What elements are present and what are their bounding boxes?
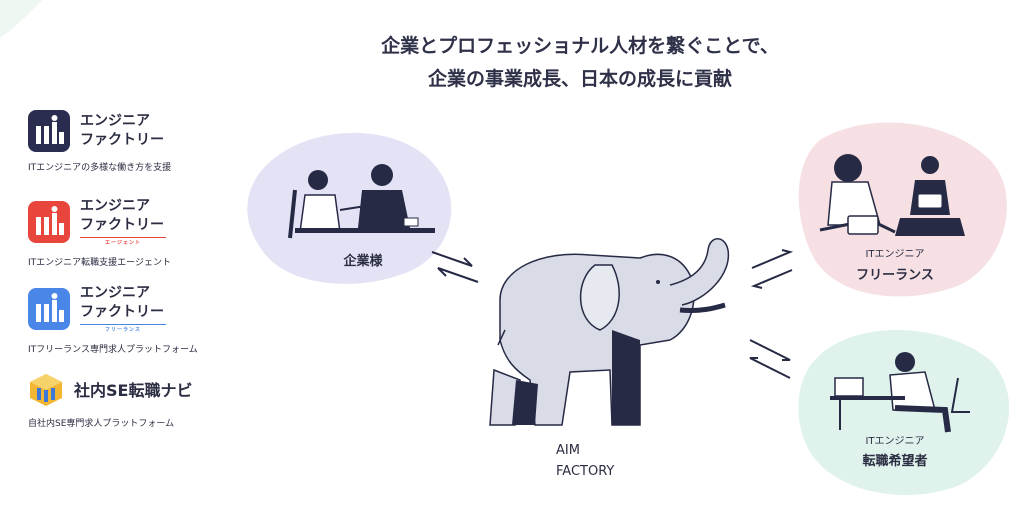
exchange-arrows-jobseeker [749, 339, 791, 379]
brand-engineer-factory-freelance[interactable]: エンジニア ファクトリー フリーランス ITフリーランス専門求人プラットフォーム [28, 284, 258, 355]
internal-se-navi-logo-icon [30, 374, 62, 406]
brand-description: ITフリーランス専門求人プラットフォーム [28, 345, 198, 355]
client-label: 企業様 [343, 254, 383, 269]
headline: 企業とプロフェッショナル人材を繋ぐことで、 企業の事業成長、日本の成長に貢献 [330, 30, 830, 96]
jobseeker-person-illustration [830, 352, 970, 433]
brand-tag: フリーランス [80, 324, 166, 334]
brand-description: 自社内SE専門求人プラットフォーム [28, 419, 175, 429]
brand-logo: エンジニア ファクトリー フリーランス [28, 284, 258, 334]
brand-name-line-1: エンジニア [80, 198, 150, 214]
brand-engineer-factory[interactable]: エンジニア ファクトリー ITエンジニアの多様な働き方を支援 [28, 110, 258, 173]
jobseeker-label-top: ITエンジニア [865, 436, 925, 447]
jobseeker-label-bottom: 転職希望者 [862, 454, 928, 469]
brand-name-line-1: エンジニア [80, 285, 150, 301]
brand-name-line-1: エンジニア [80, 113, 150, 129]
brand-internal-se-navi[interactable]: 社内SE転職ナビ 自社内SE専門求人プラットフォーム [28, 372, 258, 429]
headline-line-2: 企業の事業成長、日本の成長に貢献 [427, 68, 732, 90]
brand-name-line-2: ファクトリー [80, 304, 164, 320]
exchange-arrows-client [431, 251, 479, 283]
brand-logo: エンジニア ファクトリー [28, 110, 258, 152]
jobseeker-blob [798, 330, 1010, 495]
aim-label-line-2: FACTORY [556, 464, 615, 479]
brand-logo: 社内SE転職ナビ [28, 372, 258, 408]
engineer-factory-freelance-logo-icon [28, 288, 70, 330]
aim-factory-label: AIM FACTORY [556, 440, 614, 482]
client-people-illustration [288, 164, 435, 239]
elephant-illustration [489, 238, 730, 426]
aim-label-line-1: AIM [556, 443, 580, 458]
brand-description: ITエンジニアの多様な働き方を支援 [28, 163, 172, 173]
brand-engineer-factory-agent[interactable]: エンジニア ファクトリー エージェント ITエンジニア転職支援エージェント [28, 197, 258, 268]
exchange-arrows-freelance [750, 249, 794, 289]
corner-decoration [0, 0, 43, 38]
engineer-factory-logo-icon [28, 110, 70, 152]
brand-name-line-1: 社内SE転職ナビ [74, 380, 193, 400]
brand-name-line-2: ファクトリー [80, 132, 164, 148]
brand-name-line-2: ファクトリー [80, 217, 164, 233]
freelance-label-top: ITエンジニア [865, 249, 925, 260]
brand-logo: エンジニア ファクトリー エージェント [28, 197, 258, 247]
headline-line-1: 企業とプロフェッショナル人材を繋ぐことで、 [381, 35, 779, 57]
freelance-people-illustration [819, 154, 965, 236]
brand-description: ITエンジニア転職支援エージェント [28, 258, 171, 268]
freelance-label-bottom: フリーランス [856, 268, 934, 283]
engineer-factory-agent-logo-icon [28, 201, 70, 243]
brand-tag: エージェント [80, 237, 166, 247]
